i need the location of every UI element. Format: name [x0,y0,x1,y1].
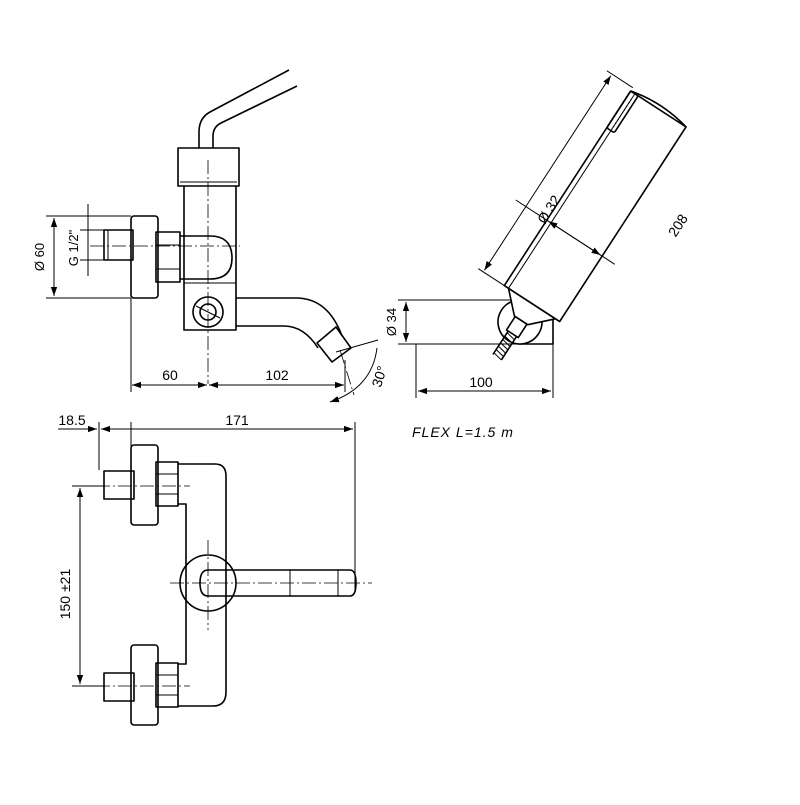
upper-wall-flange [130,444,159,526]
dim-spout-length: 102 [265,367,289,383]
union-nut [155,231,181,283]
dim-depth: 60 [162,367,178,383]
flex-hose-note: FLEX L=1.5 m [412,424,514,440]
inlet-thread [103,229,134,261]
dim-holder-diameter: Ø 34 [384,308,399,336]
valve-body [183,186,237,331]
handshower-body [503,90,687,323]
upper-union-nut [155,461,179,507]
top-view: 18.5 171 150 ±21 [57,412,372,726]
dim-handshower-length: 208 [665,211,691,239]
dim-inlet-thread: G 1/2" [66,229,81,266]
lever-top [199,569,357,597]
side-elevation-view: Ø 60 G 1/2" 60 102 30° [32,69,390,403]
dim-inlet-centres: 150 ±21 [57,569,73,620]
spout [236,297,343,349]
dim-overall-length: 171 [225,412,249,428]
lower-union-nut [155,662,179,708]
wall-flange [130,215,159,299]
upper-inlet-thread [103,470,135,500]
lower-inlet-thread [103,672,135,702]
mixer-body [178,463,227,707]
dim-wall-offset: 18.5 [58,412,85,428]
handshower-view: Ø 34 100 [384,70,691,440]
dim-holder-projection: 100 [469,374,493,390]
dim-spout-angle: 30° [368,364,390,389]
lower-wall-flange [130,644,159,726]
dim-flange-diameter: Ø 60 [32,243,47,271]
lever-handle [198,69,298,148]
valve-cap [177,147,240,187]
aerator [316,326,352,363]
